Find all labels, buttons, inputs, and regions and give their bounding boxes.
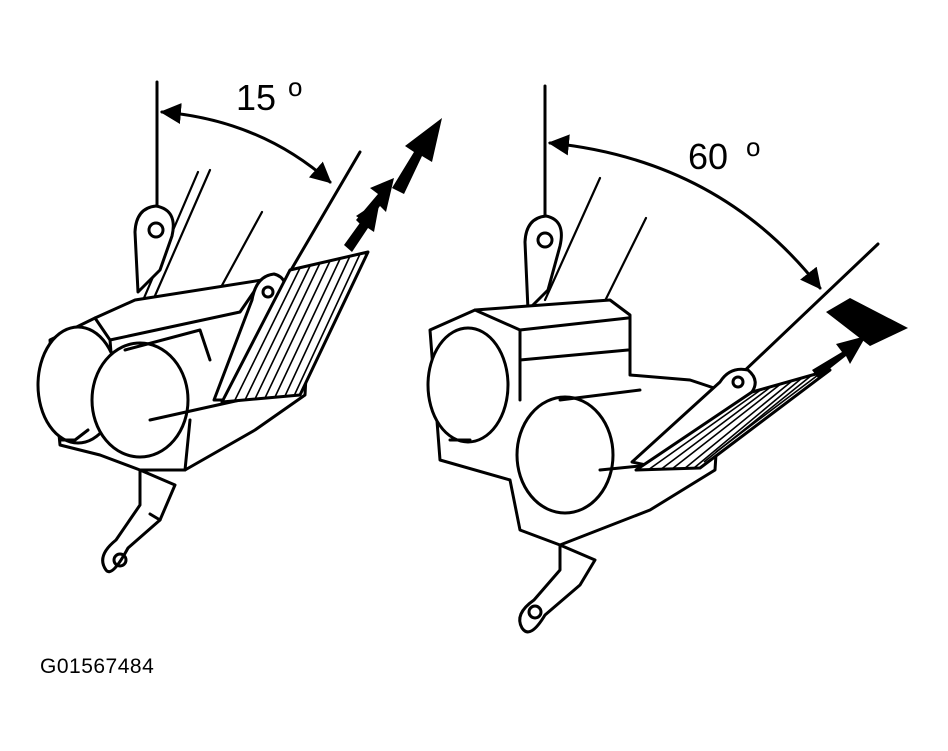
pull-direction-arrows	[344, 118, 442, 252]
lower-mounting-bracket	[518, 543, 597, 634]
webbing-hatch	[220, 250, 370, 404]
retractor-view-15-degrees: 15 o	[36, 72, 442, 574]
degree-symbol-15: o	[288, 72, 302, 102]
pull-direction-arrows	[812, 298, 908, 378]
angle-arc-15	[159, 103, 332, 184]
figure-id-label: G01567484	[40, 655, 155, 678]
retractor-view-60-degrees: 60 o	[426, 84, 908, 634]
angle-arc-60	[547, 134, 822, 290]
angle-label-60: 60	[688, 136, 728, 177]
degree-symbol-60: o	[746, 132, 760, 162]
lower-mounting-bracket	[101, 468, 177, 574]
angle-label-15: 15	[236, 77, 276, 118]
